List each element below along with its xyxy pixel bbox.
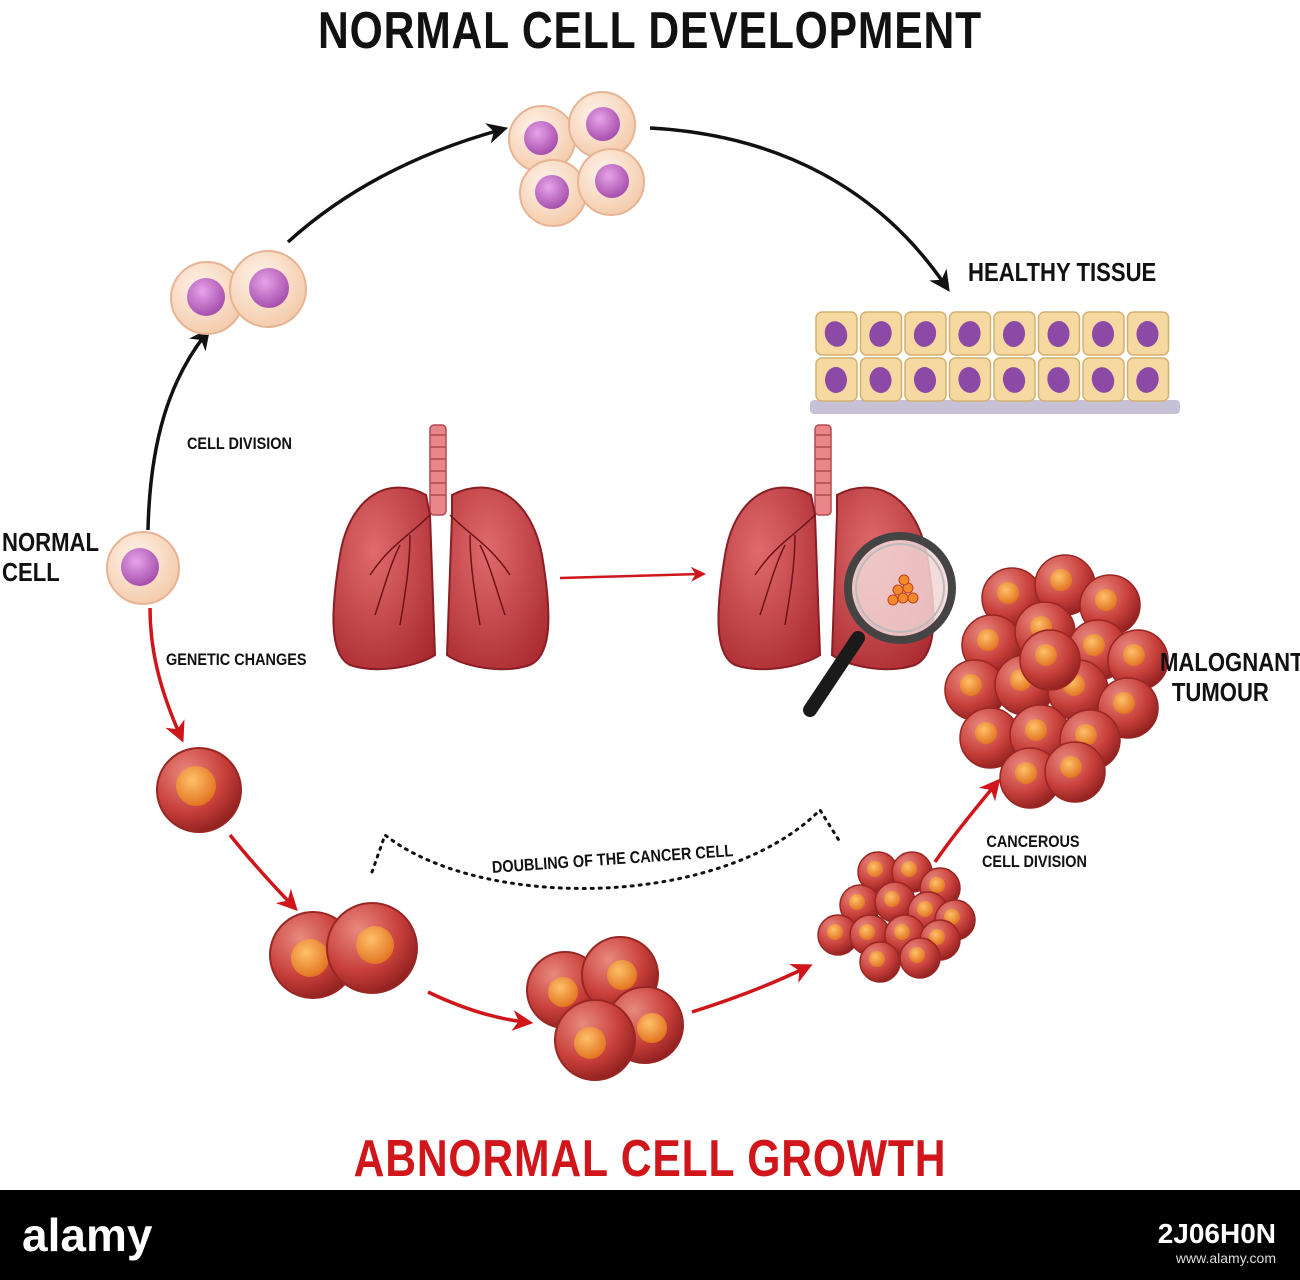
arrow-lungs xyxy=(559,566,706,582)
tissue-cell xyxy=(1082,357,1125,402)
tumour-cell xyxy=(1107,629,1169,691)
tumour-cell xyxy=(944,659,1006,721)
four-cancer-cells xyxy=(526,936,684,1081)
title-abnormal-growth: ABNORMAL CELL GROWTH xyxy=(353,1130,947,1188)
arrow-normal-to-two-cells xyxy=(146,328,211,531)
arrow-mutated-to-two-cancer xyxy=(228,833,298,912)
image-id: 2J06H0N xyxy=(1157,1218,1276,1249)
label-malignant-line1: MALOGNANT xyxy=(1160,647,1300,677)
lungs-healthy xyxy=(332,424,550,671)
watermark-footer: alamy 2J06H0N www.alamy.com xyxy=(0,1190,1300,1280)
normal-cell xyxy=(106,531,180,605)
label-normal-cell-line2: CELL xyxy=(2,556,60,587)
two-normal-cells xyxy=(170,250,307,335)
malignant-tumour xyxy=(944,554,1169,809)
label-malignant-tumour: MALOGNANT TUMOUR xyxy=(1160,647,1300,708)
cancer-cell xyxy=(857,851,899,893)
normal-path-arrows xyxy=(146,123,950,531)
label-cell-division: CELL DIVISION xyxy=(187,434,292,453)
arrow-four-to-cluster xyxy=(691,964,813,1014)
tumour-cell xyxy=(1044,741,1106,803)
magnifying-glass-icon xyxy=(803,532,956,717)
tumour-cell xyxy=(1019,629,1081,691)
label-normal-cell: NORMAL CELL xyxy=(2,527,99,588)
tissue-cell xyxy=(1126,357,1170,402)
cancer-cell xyxy=(899,937,941,979)
abnormal-path-arrows xyxy=(148,566,1001,1031)
healthy-tissue xyxy=(810,311,1180,414)
tissue-cell xyxy=(1126,311,1170,356)
alamy-logo: alamy xyxy=(22,1209,153,1261)
tissue-cell xyxy=(993,311,1036,356)
tumour-cell xyxy=(999,747,1061,809)
tissue-cell xyxy=(1037,357,1081,402)
four-normal-cells xyxy=(508,91,645,227)
tissue-cell xyxy=(1037,311,1081,356)
title-normal-development: NORMAL CELL DEVELOPMENT xyxy=(317,2,983,60)
label-cancerous-division: CANCEROUS CELL DIVISION xyxy=(982,832,1087,871)
mutated-cell xyxy=(156,747,242,833)
label-normal-cell-line1: NORMAL xyxy=(2,527,99,557)
tissue-cell xyxy=(948,357,992,402)
cancer-cell xyxy=(817,914,859,956)
tissue-cell xyxy=(815,357,858,402)
doubling-bracket xyxy=(370,807,842,890)
two-cancer-cells xyxy=(269,902,418,999)
label-cancerous-line2: CELL DIVISION xyxy=(982,851,1087,871)
tissue-cell xyxy=(993,357,1036,402)
tissue-cell xyxy=(815,311,858,356)
tissue-cell xyxy=(859,357,903,402)
label-healthy-tissue: HEALTHY TISSUE xyxy=(968,257,1157,287)
tissue-cell xyxy=(948,311,992,356)
label-genetic-changes: GENETIC CHANGES xyxy=(166,650,307,669)
tissue-cell xyxy=(904,357,947,402)
cancer-cell-cluster xyxy=(817,851,976,983)
arrow-two-to-four-cancer xyxy=(427,990,534,1031)
tissue-cell xyxy=(1082,311,1125,356)
cancer-cell xyxy=(859,941,901,983)
label-malignant-line2: TUMOUR xyxy=(1171,676,1269,707)
cell-growth-diagram xyxy=(106,91,1180,1081)
arrow-cluster-to-tumour xyxy=(933,778,1001,863)
label-cancerous-line1: CANCEROUS xyxy=(986,832,1080,851)
arrow-four-cells-to-tissue xyxy=(649,126,950,292)
diagram-canvas: NORMAL CELL DEVELOPMENT ABNORMAL CELL GR… xyxy=(2,2,1300,1188)
site-ref: www.alamy.com xyxy=(1175,1250,1276,1266)
tissue-cell xyxy=(859,311,903,356)
arrow-two-to-four-cells xyxy=(286,123,509,244)
tissue-cell xyxy=(904,311,947,356)
arrow-normal-to-mutated xyxy=(148,607,185,743)
